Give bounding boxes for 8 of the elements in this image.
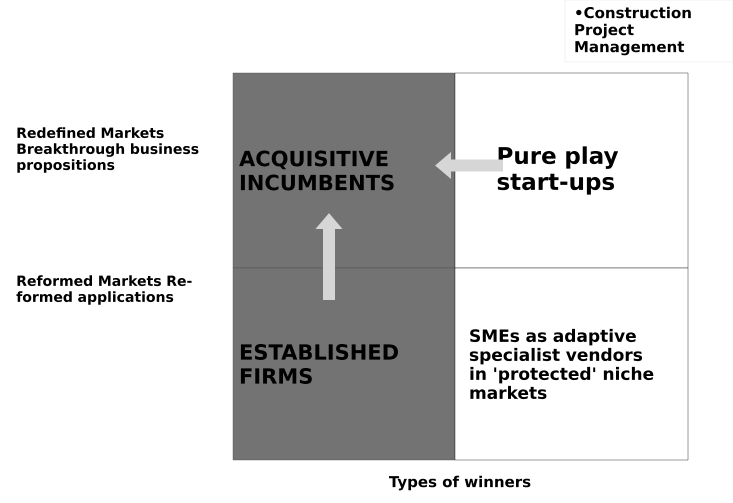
quadrant-cell: SMEs as adaptive specialist vendors in 'protected' niche markets [454,268,688,460]
row-label: Redefined Markets Breakthrough business propositions [17,127,198,173]
row-label: Reformed Markets Re-formed applications [16,275,192,305]
axis-label: Types of winners [388,476,530,490]
quadrant-cell: ESTABLISHED FIRMS [232,268,456,460]
quadrant-cell: Pure play start-ups [454,72,688,268]
note-box: •Construction Project Management [564,0,733,62]
quadrant-cell: ACQUISITIVE INCUMBENTS [232,72,456,268]
